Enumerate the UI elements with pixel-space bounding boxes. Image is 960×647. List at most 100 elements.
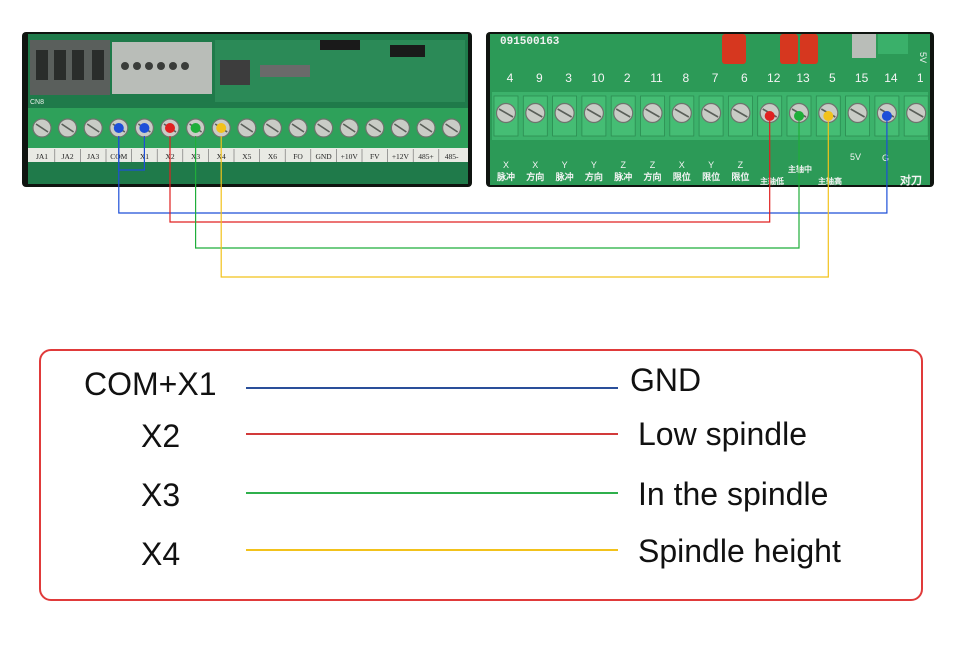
legend-left-label-x3: X3 bbox=[141, 477, 181, 513]
right-terminal-screw bbox=[698, 95, 724, 137]
right-terminal-number: 5 bbox=[829, 71, 836, 85]
left-board-bottom bbox=[28, 162, 468, 184]
right-function-label-type: 方向 bbox=[526, 171, 544, 183]
right-terminal-number: 2 bbox=[624, 71, 631, 85]
left-terminal-screw bbox=[314, 118, 334, 138]
legend-left-label-x4: X4 bbox=[141, 536, 181, 572]
left-terminal-label: FO bbox=[293, 152, 303, 161]
left-terminal-label: JA1 bbox=[36, 152, 48, 161]
right-terminal-number: 14 bbox=[884, 71, 898, 85]
right-terminal-screw bbox=[522, 95, 548, 137]
left-terminal-screw bbox=[32, 118, 52, 138]
legend-line-spindle-height bbox=[246, 549, 618, 551]
right-terminal-screw bbox=[640, 95, 665, 137]
right-terminal-screw bbox=[669, 95, 695, 137]
right-function-label-type: 限位 bbox=[673, 171, 691, 183]
right-function-label-axis: Z bbox=[738, 160, 744, 170]
left-terminal-screws bbox=[32, 118, 462, 138]
wire-low-spindle bbox=[169, 121, 771, 223]
left-terminal-screw bbox=[416, 118, 436, 138]
legend-left-label-com-x1: COM+X1 bbox=[84, 366, 217, 402]
right-label-spindle-low: 主轴低 bbox=[760, 176, 784, 186]
right-function-label-axis: Y bbox=[708, 160, 714, 170]
right-function-label-axis: X bbox=[532, 160, 538, 170]
right-terminal-screw bbox=[845, 95, 870, 137]
left-label-strip bbox=[28, 148, 468, 162]
wire-marker bbox=[823, 111, 834, 121]
left-terminal-label: X6 bbox=[268, 152, 277, 161]
wire-marker bbox=[881, 111, 892, 121]
right-label-spindle-mid: 主轴中 bbox=[788, 164, 812, 174]
right-board-capacitor bbox=[800, 34, 818, 64]
wire-marker bbox=[190, 123, 201, 133]
legend-box bbox=[39, 349, 923, 601]
right-function-label-axis: Y bbox=[562, 160, 568, 170]
right-terminal-screw bbox=[903, 95, 929, 137]
right-terminal-number: 1 bbox=[917, 71, 924, 85]
wire-marker bbox=[113, 123, 124, 133]
wire-marker bbox=[216, 123, 227, 133]
right-label-spindle-high: 主轴高 bbox=[818, 176, 842, 186]
left-terminal-screw bbox=[237, 118, 257, 138]
left-board-component bbox=[260, 65, 310, 77]
right-terminal-number: 10 bbox=[591, 71, 605, 85]
legend-right-label-in-spindle: In the spindle bbox=[638, 476, 829, 512]
right-function-label-type: 脉冲 bbox=[555, 171, 574, 183]
wire-marker bbox=[794, 111, 804, 121]
wire-gnd bbox=[118, 121, 888, 214]
right-terminal-number: 9 bbox=[536, 71, 543, 85]
left-terminal-screw bbox=[186, 118, 206, 138]
right-function-label-type: 脉冲 bbox=[496, 171, 515, 183]
left-terminal-label: X5 bbox=[242, 152, 251, 161]
right-function-label-type: 限位 bbox=[731, 171, 749, 183]
right-function-label-axis: Z bbox=[650, 160, 656, 170]
left-terminal-label: +10V bbox=[341, 152, 359, 161]
right-terminal-screw bbox=[552, 95, 577, 137]
right-function-label-axis: X bbox=[503, 160, 509, 170]
legend-right-label-low-spindle: Low spindle bbox=[638, 416, 807, 452]
legend-left-label-x2: X2 bbox=[141, 418, 181, 454]
right-terminal-number: 12 bbox=[767, 71, 781, 85]
right-terminal-number: 7 bbox=[712, 71, 719, 85]
wire-marker bbox=[139, 123, 150, 133]
wiring bbox=[118, 121, 888, 278]
left-terminal-screw bbox=[211, 118, 231, 138]
wire-spindle-height bbox=[220, 121, 829, 278]
right-terminal-number: 8 bbox=[682, 71, 689, 85]
left-terminal-screw bbox=[442, 118, 462, 138]
right-terminal-screw bbox=[728, 95, 753, 137]
right-function-label-axis: Y bbox=[591, 160, 597, 170]
left-terminal-label: 485+ bbox=[418, 152, 433, 161]
right-terminal-screw bbox=[610, 95, 636, 137]
right-terminal-number: 6 bbox=[741, 71, 748, 85]
left-terminal-screw bbox=[57, 118, 78, 138]
right-terminal-number: 13 bbox=[796, 71, 810, 85]
wire-marker bbox=[165, 123, 175, 133]
left-board-header-label: CN8 bbox=[30, 99, 44, 106]
right-terminal-screw bbox=[874, 95, 900, 137]
left-terminal-label: JA3 bbox=[87, 152, 99, 161]
right-terminal-screw bbox=[581, 95, 607, 137]
right-terminal-number: 3 bbox=[565, 71, 572, 85]
left-terminal-screw bbox=[83, 118, 103, 138]
right-board-component bbox=[852, 34, 876, 58]
legend-right-label-gnd: GND bbox=[630, 362, 702, 398]
left-terminal-label: GND bbox=[315, 152, 332, 161]
left-terminal-label: +12V bbox=[392, 152, 410, 161]
right-function-label-axis: Z bbox=[620, 160, 626, 170]
right-board-corner-label: 5V bbox=[918, 52, 928, 63]
left-terminal-screw bbox=[390, 118, 410, 138]
left-board-relay bbox=[36, 50, 48, 80]
right-terminal-number: 11 bbox=[650, 71, 663, 85]
right-label-g: G bbox=[882, 153, 889, 163]
left-terminal-screw bbox=[288, 118, 308, 138]
right-terminal-number: 4 bbox=[507, 71, 514, 85]
left-board-relay bbox=[72, 50, 84, 80]
right-board-capacitor bbox=[722, 34, 746, 64]
left-board-chip bbox=[320, 40, 360, 50]
left-board-chip bbox=[390, 45, 425, 57]
